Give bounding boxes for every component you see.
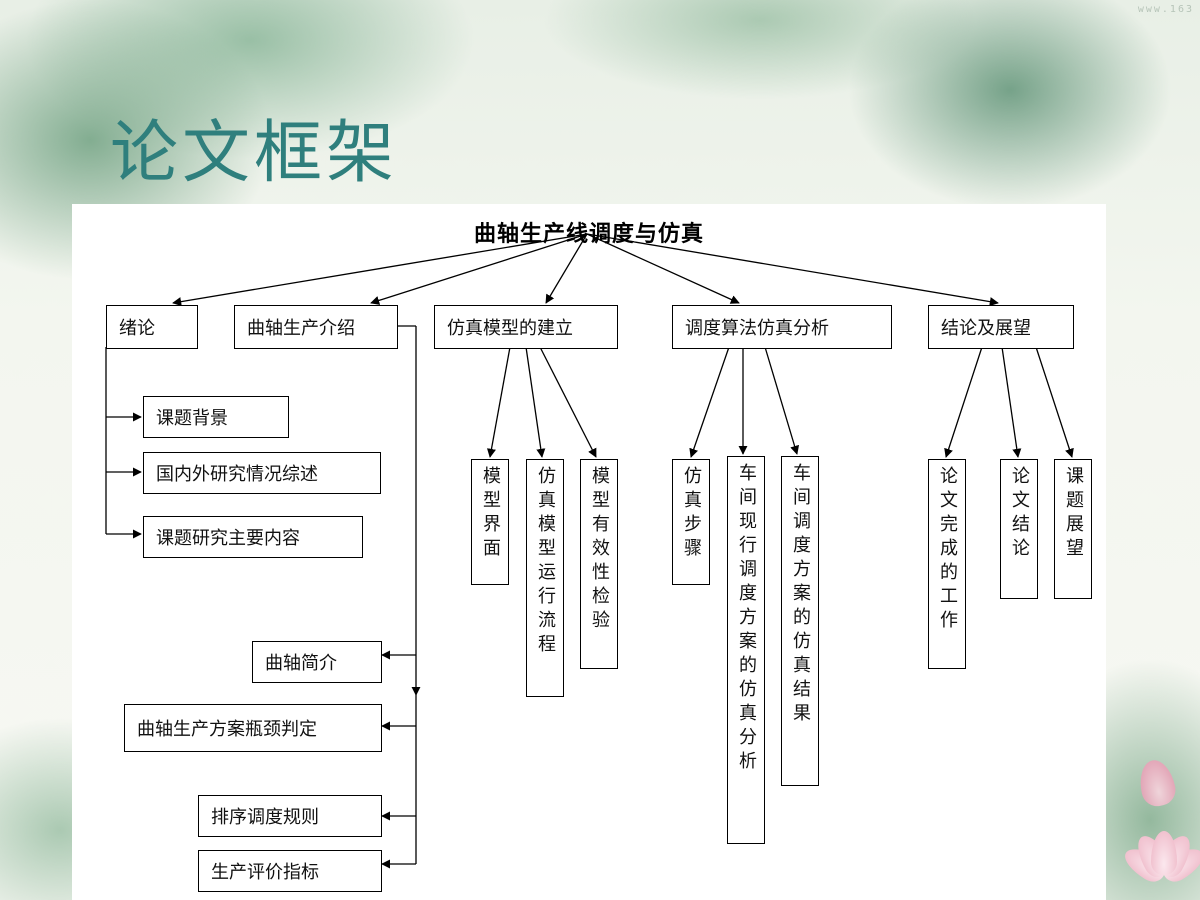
node-topic-background: 课题背景 [143,396,289,438]
node-thesis-conclusion: 论文结论 [1000,459,1038,599]
node-research-content: 课题研究主要内容 [143,516,363,558]
node-work-completed: 论文完成的工作 [928,459,966,669]
node-model-validation: 模型有效性检验 [580,459,618,669]
node-evaluation-index: 生产评价指标 [198,850,382,892]
node-current-plan-analysis: 车间现行调度方案的仿真分析 [727,456,765,844]
node-model-flow: 仿真模型运行流程 [526,459,564,697]
lotus-flower-decoration [1119,825,1200,900]
connector-lines [105,233,1074,869]
watermark-text: www.163 [1137,4,1194,15]
lotus-bud-decoration [1135,756,1179,810]
branch-scheduling-analysis: 调度算法仿真分析 [672,305,892,349]
node-topic-outlook: 课题展望 [1054,459,1092,599]
diagram-root-title: 曲轴生产线调度与仿真 [473,222,704,247]
node-model-interface: 模型界面 [471,459,509,585]
branch-introduction: 绪论 [106,305,198,349]
branch-crankshaft-production: 曲轴生产介绍 [234,305,398,349]
node-plan-results: 车间调度方案的仿真结果 [781,456,819,786]
page-title: 论文框架 [110,114,399,193]
node-simulation-steps: 仿真步骤 [672,459,710,585]
framework-diagram: 曲轴生产线调度与仿真 绪论 曲轴生产介绍 仿真模型的建立 调度算法仿真分析 结论… [72,204,1106,900]
branch-conclusion: 结论及展望 [928,305,1074,349]
node-crankshaft-intro: 曲轴简介 [252,641,382,683]
node-research-review: 国内外研究情况综述 [143,452,381,494]
node-bottleneck: 曲轴生产方案瓶颈判定 [124,704,382,752]
branch-simulation-model: 仿真模型的建立 [434,305,618,349]
node-dispatch-rules: 排序调度规则 [198,795,382,837]
